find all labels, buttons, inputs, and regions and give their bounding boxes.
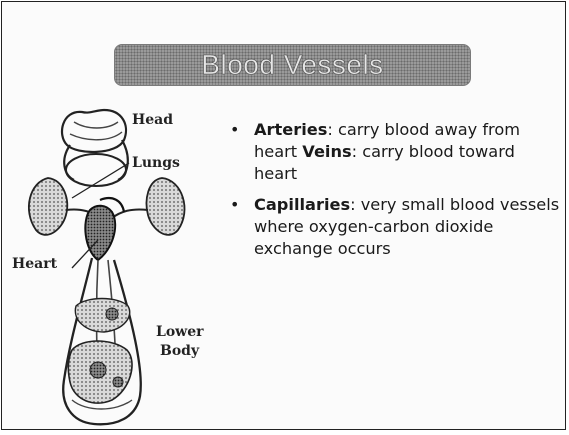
diagram-label-head: Head	[132, 112, 173, 128]
circulation-diagram: Head Lungs Heart Lower Body	[12, 100, 222, 430]
bullet-dot: •	[230, 119, 239, 141]
slide-title: Blood Vessels	[115, 49, 470, 81]
term-arteries: Arteries	[254, 120, 327, 139]
bullet-arteries-veins: • Arteries: carry blood away from heart …	[230, 119, 560, 185]
bullet-dot: •	[230, 194, 239, 216]
bullet-capillaries: • Capillaries: very small blood vessels …	[230, 194, 560, 260]
slide: Blood Vessels	[1, 1, 566, 430]
term-veins: Veins	[302, 142, 351, 161]
diagram-label-lower-body-line1: Lower	[156, 324, 204, 340]
title-banner: Blood Vessels	[114, 44, 471, 86]
term-capillaries: Capillaries	[254, 195, 350, 214]
diagram-label-lungs: Lungs	[132, 155, 180, 171]
bullet-list: • Arteries: carry blood away from heart …	[230, 119, 560, 269]
diagram-label-heart: Heart	[12, 256, 57, 272]
diagram-label-lower-body-line2: Body	[160, 343, 199, 359]
